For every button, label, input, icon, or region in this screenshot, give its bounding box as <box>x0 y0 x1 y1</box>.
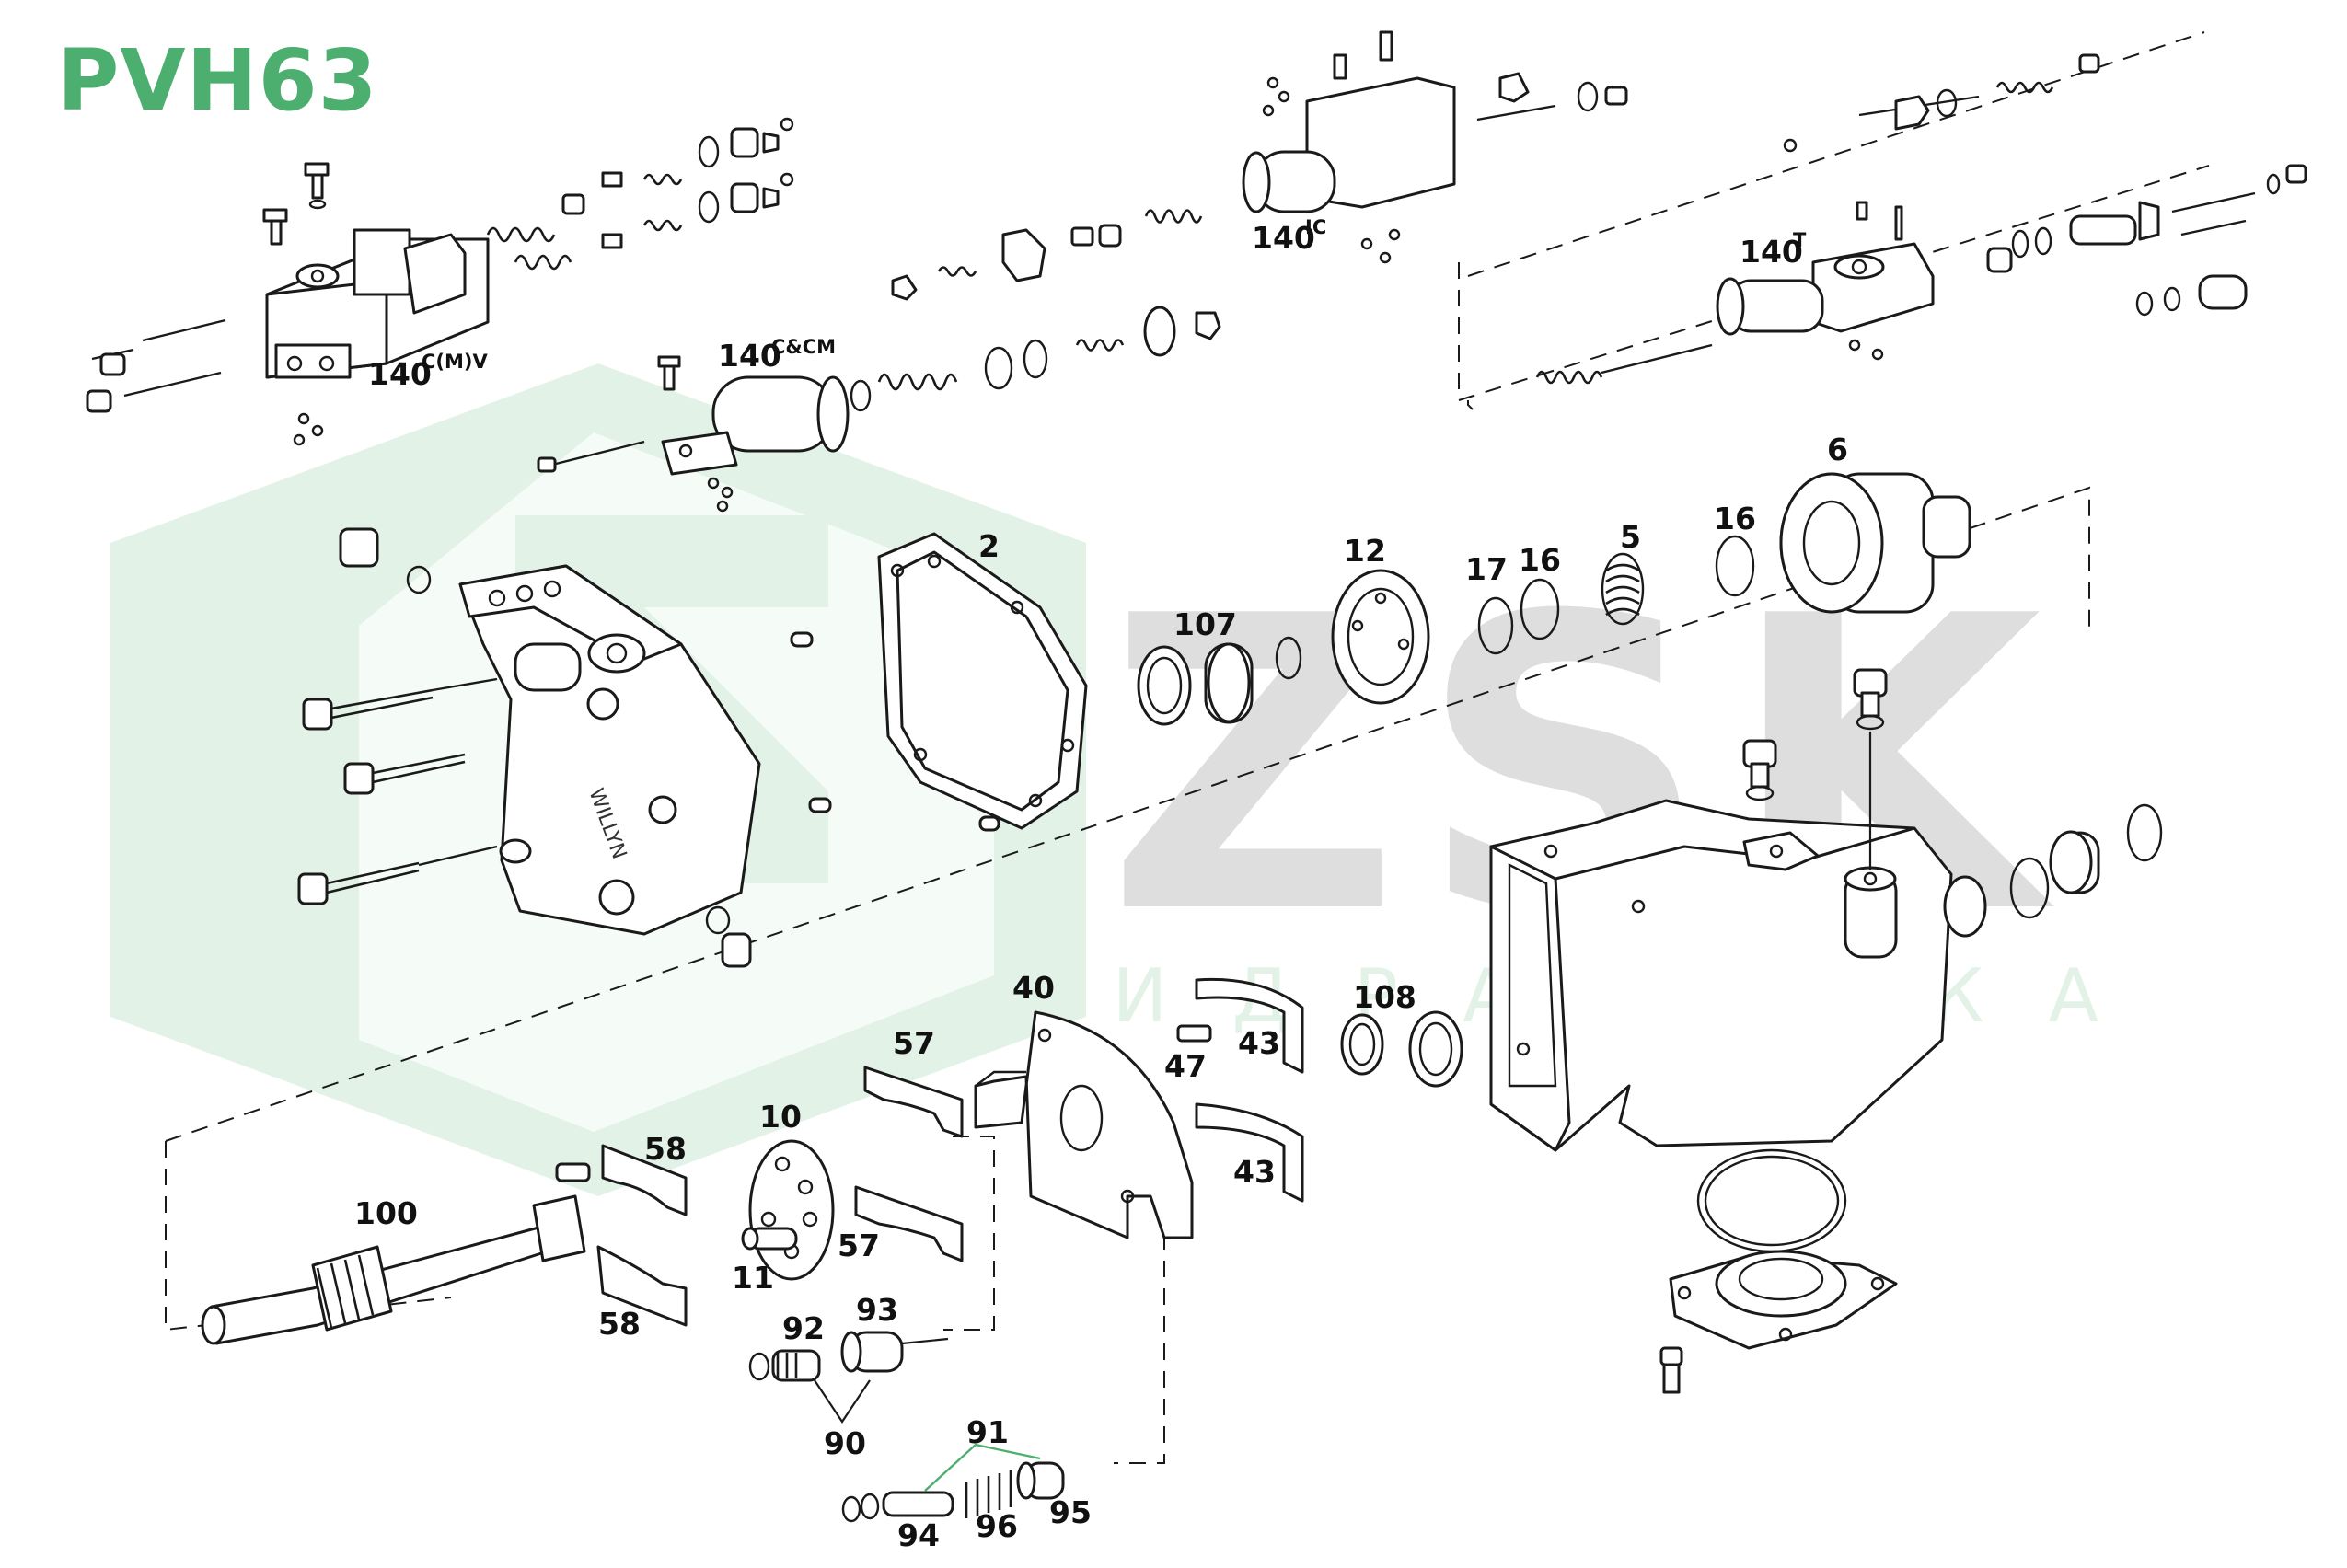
part-number-16b: 16 <box>1714 501 1756 536</box>
part-number-47: 47 <box>1164 1048 1207 1084</box>
part-number-16a: 16 <box>1519 542 1561 578</box>
label-140ic-sup: IC <box>1305 216 1326 238</box>
end-cover-housing: WILLYN <box>297 527 832 968</box>
part-number-11: 11 <box>732 1260 774 1296</box>
label-140ic-base: 140 <box>1252 220 1315 256</box>
part-number-96: 96 <box>976 1508 1018 1544</box>
page-title: PVH63 <box>57 31 378 130</box>
valve-assembly-140cmv: 140 C(M)V <box>86 117 794 446</box>
part-number-58b: 58 <box>598 1306 641 1342</box>
part-number-40: 40 <box>1012 970 1055 1006</box>
label-140ccm-base: 140 <box>718 338 781 374</box>
lower-parts: 108 43 43 47 40 57 57 10 11 5 <box>201 970 1463 1553</box>
part-number-17: 17 <box>1465 551 1508 587</box>
label-140ccm-sup: C&CM <box>771 336 836 358</box>
label-140t-base: 140 <box>1740 234 1803 270</box>
main-pump-housing <box>1489 668 2163 1394</box>
part-number-5: 5 <box>1620 519 1641 555</box>
valve-assembly-140t: 140 T <box>1535 53 2307 385</box>
bearing-row-parts: 107 12 17 16 5 16 6 <box>1137 432 1971 726</box>
label-140cmv-base: 140 <box>368 356 432 392</box>
part-number-95: 95 <box>1049 1494 1092 1530</box>
gasket-part-2: 2 <box>877 528 1088 832</box>
part-number-57b: 57 <box>838 1228 880 1263</box>
part-number-43a: 43 <box>1238 1025 1280 1061</box>
part-number-93: 93 <box>856 1292 898 1328</box>
part-number-100: 100 <box>354 1195 418 1231</box>
part-number-107: 107 <box>1174 606 1237 642</box>
label-140cmv-sup: C(M)V <box>422 351 489 373</box>
valve-assembly-140ccm: 140 C&CM <box>537 306 1221 513</box>
label-140t-sup: T <box>1793 229 1807 251</box>
part-number-90: 90 <box>824 1425 866 1461</box>
part-number-58a: 58 <box>644 1131 687 1167</box>
part-number-108: 108 <box>1353 979 1416 1015</box>
part-number-43b: 43 <box>1233 1154 1276 1190</box>
valve-assembly-140ic: 140 IC <box>891 30 1628 301</box>
part-number-57a: 57 <box>893 1025 935 1061</box>
part-number-6: 6 <box>1827 432 1848 467</box>
part-number-2: 2 <box>978 528 1000 564</box>
part-number-92: 92 <box>782 1310 825 1346</box>
part-number-10: 10 <box>759 1099 802 1135</box>
part-number-12: 12 <box>1344 533 1386 569</box>
part-number-91: 91 <box>966 1414 1009 1450</box>
part-number-94: 94 <box>897 1517 940 1553</box>
assembly-dash-lines <box>165 31 2210 1464</box>
